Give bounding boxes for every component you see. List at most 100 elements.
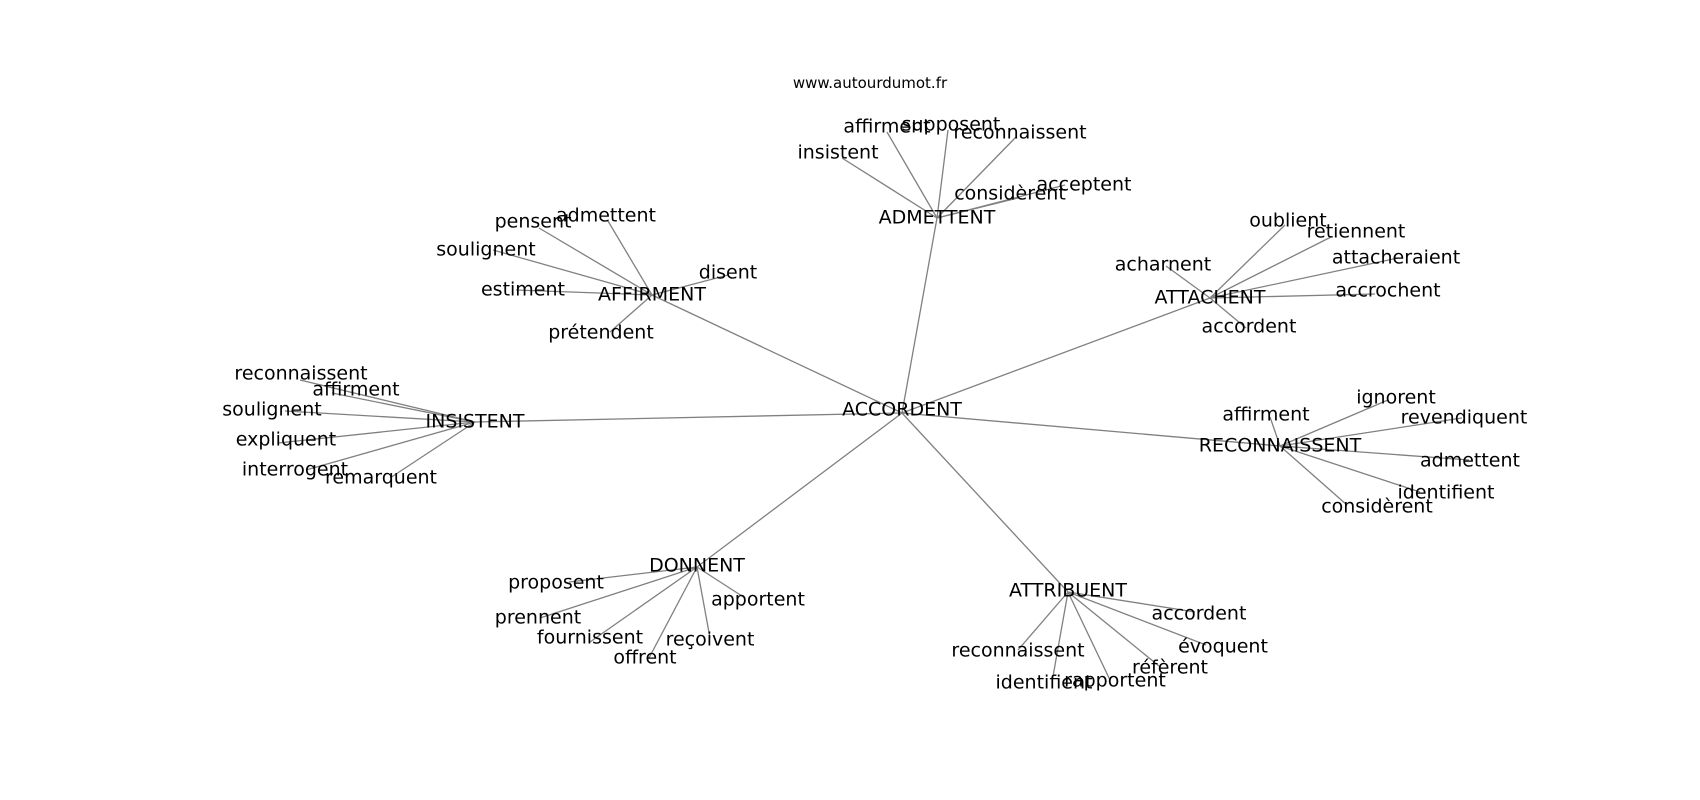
edge-reconnaissent-5: [1279, 445, 1348, 506]
hub-label: ATTACHENT: [1155, 287, 1266, 309]
graph-edges: [277, 129, 1470, 683]
leaf-label: retiennent: [1307, 221, 1406, 243]
hub-label: ATTRIBUENT: [1009, 580, 1127, 602]
edge-reconnaissent-1: [1279, 399, 1389, 447]
hub-label: DONNENT: [649, 555, 745, 577]
graph-labels: insistentaffirmentsupposentreconnaissent…: [222, 114, 1527, 694]
leaf-label: prétendent: [548, 322, 654, 344]
edge-attachent-5: [1209, 297, 1247, 329]
edge-reconnaissent-4: [1279, 445, 1421, 493]
leaf-label: admettent: [556, 205, 656, 227]
leaf-label: identifient: [996, 672, 1093, 694]
edge-insistent-3: [277, 421, 476, 444]
edge-affirment-1: [607, 220, 653, 296]
edge-center-affirment: [651, 294, 903, 414]
edge-affirment-2: [492, 249, 653, 296]
edge-attachent-2: [1209, 236, 1332, 299]
edge-affirment-4: [651, 274, 729, 296]
edge-donnent-2: [589, 566, 698, 643]
hub-label: AFFIRMENT: [598, 284, 706, 306]
leaf-label: reconnaissent: [234, 363, 367, 385]
edge-donnent-0: [568, 566, 698, 583]
leaf-label: ignorent: [1356, 387, 1436, 409]
leaf-label: soulignent: [222, 399, 321, 421]
leaf-label: insistent: [797, 142, 878, 164]
edge-insistent-0: [299, 379, 476, 423]
leaf-label: fournissent: [537, 627, 643, 649]
leaf-label: identifient: [1398, 482, 1495, 504]
edge-admettent-2: [936, 129, 949, 219]
edge-attribuent-4: [1051, 591, 1069, 683]
hub-label: ADMETTENT: [879, 207, 996, 229]
leaf-label: disent: [699, 262, 757, 284]
edge-center-reconnaissent: [901, 412, 1281, 447]
edge-affirment-5: [609, 294, 653, 333]
leaf-label: oublient: [1249, 210, 1326, 232]
leaf-label: évoquent: [1178, 636, 1268, 658]
edge-admettent-3: [936, 136, 1017, 219]
leaf-label: admettent: [1420, 450, 1520, 472]
leaf-label: remarquent: [325, 467, 437, 489]
leaf-label: rapportent: [1064, 670, 1166, 692]
edge-admettent-1: [886, 131, 938, 219]
leaf-label: interrogent: [242, 459, 348, 481]
site-credit: www.autourdumot.fr: [793, 74, 948, 92]
leaf-label: acharnent: [1115, 254, 1211, 276]
leaf-label: considèrent: [954, 183, 1066, 205]
edge-admettent-0: [841, 157, 938, 219]
leaf-label: considèrent: [1321, 496, 1433, 518]
hub-label: RECONNAISSENT: [1199, 435, 1362, 457]
leaf-label: attacheraient: [1332, 247, 1460, 269]
leaf-label: réfèrent: [1132, 657, 1208, 679]
leaf-label: accrochent: [1335, 280, 1440, 302]
edge-donnent-5: [696, 566, 746, 599]
edge-affirment-3: [515, 289, 653, 296]
edge-donnent-4: [696, 566, 711, 639]
edge-insistent-1: [331, 392, 476, 423]
leaf-label: affirment: [1222, 404, 1309, 426]
leaf-label: expliquent: [236, 429, 337, 451]
edge-donnent-3: [648, 566, 698, 659]
leaf-label: accordent: [1152, 603, 1247, 625]
edge-affirment-0: [538, 227, 653, 296]
edge-attribuent-3: [1067, 591, 1111, 681]
edge-attachent-4: [1209, 293, 1376, 299]
edge-attribuent-1: [1067, 591, 1207, 646]
hub-label: INSISTENT: [426, 411, 525, 433]
leaf-label: reconnaissent: [951, 640, 1084, 662]
edge-insistent-5: [389, 421, 476, 479]
edge-attachent-3: [1209, 257, 1399, 299]
leaf-label: apportent: [711, 589, 805, 611]
edge-center-admettent: [901, 217, 938, 414]
edge-attachent-0: [1165, 265, 1211, 299]
leaf-label: proposent: [508, 572, 604, 594]
edge-attribuent-0: [1067, 591, 1196, 613]
leaf-label: revendiquent: [1401, 407, 1528, 429]
edge-donnent-1: [539, 566, 698, 619]
edge-reconnaissent-2: [1279, 417, 1463, 447]
edge-admettent-5: [936, 184, 1066, 219]
edge-attribuent-5: [1017, 591, 1069, 651]
leaf-label: soulignent: [436, 239, 535, 261]
leaf-label: accordent: [1202, 316, 1297, 338]
edge-center-donnent: [696, 412, 903, 568]
leaf-label: offrent: [613, 647, 676, 669]
leaf-label: supposent: [902, 114, 1001, 136]
edge-center-attachent: [901, 297, 1211, 414]
leaf-label: reçoivent: [666, 629, 755, 651]
leaf-label: estiment: [481, 279, 565, 301]
edge-center-insistent: [474, 412, 903, 423]
edge-attribuent-2: [1067, 591, 1160, 667]
edge-insistent-2: [284, 410, 476, 423]
leaf-label: pensent: [495, 211, 572, 233]
edge-reconnaissent-0: [1269, 416, 1281, 447]
edge-center-attribuent: [901, 412, 1069, 593]
leaf-label: prennent: [495, 607, 581, 629]
leaf-label: affirment: [843, 116, 930, 138]
edge-insistent-4: [305, 421, 476, 471]
leaf-label: affirment: [312, 379, 399, 401]
leaf-label: acceptent: [1037, 174, 1132, 196]
center-label: ACCORDENT: [842, 399, 962, 421]
edge-reconnaissent-3: [1279, 445, 1470, 461]
